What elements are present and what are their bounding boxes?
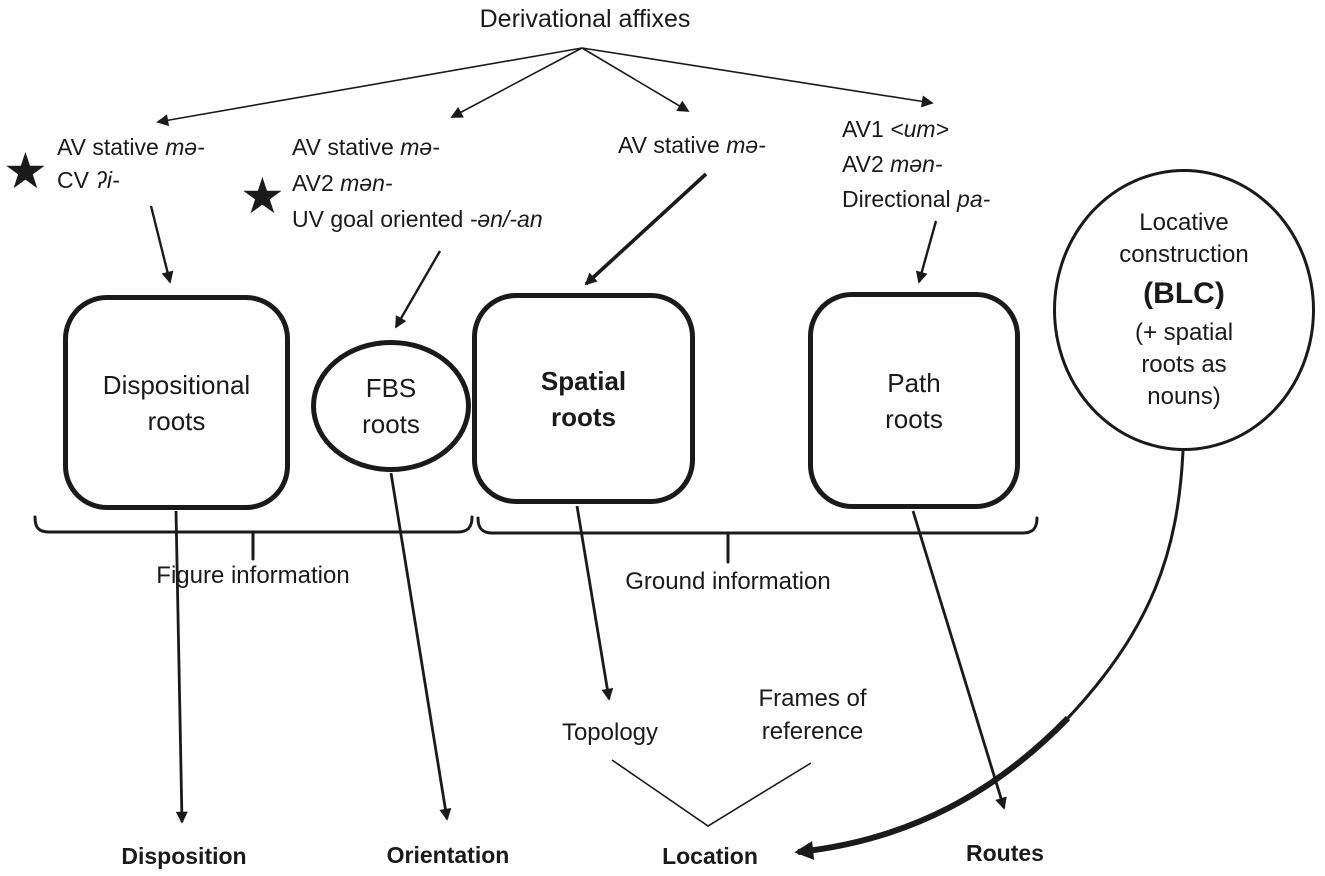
node-path-roots: Path roots <box>808 292 1020 509</box>
affix-line: AV2 mən- <box>842 147 990 182</box>
node-fbs-roots: FBS roots <box>311 340 471 472</box>
affix-italic: mən- <box>340 170 393 196</box>
blc-line: Locative <box>1139 209 1229 236</box>
blc-line: construction <box>1119 241 1249 268</box>
affix-line: UV goal oriented -ən/-an <box>292 201 543 237</box>
affix-line: AV2 mən- <box>292 165 543 201</box>
node-label: Dispositional roots <box>102 369 251 436</box>
outcome-location: Location <box>662 843 758 869</box>
affix-pre: AV1 <box>842 116 891 142</box>
fan-arrow-to-group4 <box>581 47 934 108</box>
blc-acronym: (BLC) <box>1143 277 1225 310</box>
node-spatial-roots: Spatial roots <box>472 293 695 504</box>
fan-arrow-to-group2 <box>450 47 583 118</box>
affix-italic: mən- <box>890 151 943 177</box>
arrow-group4-to-path <box>915 220 938 284</box>
blc-curve-upper <box>1066 450 1185 720</box>
line-dispositional-to-disposition <box>174 510 188 824</box>
affix-italic: -ən/-an <box>469 206 543 232</box>
affix-pre: UV goal oriented <box>292 206 470 232</box>
affix-italic: mə- <box>400 134 440 160</box>
affix-group-4: AV1 <um> AV2 mən- Directional pa- <box>842 112 990 217</box>
blc-line: nouns) <box>1147 383 1221 410</box>
node-label: Spatial roots <box>540 365 627 432</box>
node-label: Path roots <box>885 367 943 434</box>
fan-arrow-to-group1 <box>156 47 583 127</box>
topology-label: Topology <box>561 719 659 746</box>
affix-group-3: AV stative mə- <box>618 129 766 162</box>
ground-information-label: Ground information <box>625 568 831 595</box>
affix-italic: pa- <box>957 186 991 212</box>
outcome-orientation: Orientation <box>386 842 510 868</box>
blc-line: (+ spatial <box>1134 319 1234 346</box>
affix-italic: <um> <box>890 116 949 142</box>
star-icon: ★ <box>3 143 48 199</box>
affix-italic: mə- <box>165 134 205 160</box>
affix-line: AV stative mə- <box>292 129 543 165</box>
line-spatial-to-topology <box>575 505 614 701</box>
affix-pre: AV stative <box>292 134 401 160</box>
blc-curve-arrow-to-location <box>794 715 1071 860</box>
line-path-to-routes <box>911 510 1007 810</box>
convergence-lines-to-location <box>611 759 812 827</box>
line-fbs-to-orientation <box>389 472 452 821</box>
fan-arrow-to-group3 <box>581 47 690 112</box>
figure-information-label: Figure information <box>156 562 350 589</box>
outcome-routes: Routes <box>966 840 1044 866</box>
arrow-group3-to-spatial <box>584 172 708 286</box>
affix-pre: AV2 <box>842 151 891 177</box>
affix-line: AV stative mə- <box>57 131 205 164</box>
ground-brace <box>476 516 1039 535</box>
affix-italic: mə- <box>726 132 766 158</box>
diagram-title: Derivational affixes <box>479 5 691 33</box>
star-icon: ★ <box>240 168 285 224</box>
affix-pre: CV <box>57 167 96 193</box>
frames-of-reference-label: Frames of reference <box>758 685 867 745</box>
affix-group-1: AV stative mə- CV ʔi- <box>57 131 205 197</box>
figure-brace <box>33 515 474 534</box>
affix-group-2: AV stative mə- AV2 mən- UV goal oriented… <box>292 129 543 237</box>
node-dispositional-roots: Dispositional roots <box>63 295 290 510</box>
affix-line: CV ʔi- <box>57 164 205 197</box>
affix-pre: AV2 <box>292 170 341 196</box>
arrow-group2-to-fbs <box>394 250 442 329</box>
affix-line: Directional pa- <box>842 182 990 217</box>
affix-line: AV1 <um> <box>842 112 990 147</box>
affix-line: AV stative mə- <box>618 129 766 162</box>
node-label: FBS roots <box>362 373 420 439</box>
affix-pre: Directional <box>842 186 958 212</box>
affix-italic: ʔi- <box>95 167 120 193</box>
arrow-group1-to-dispositional <box>149 205 174 284</box>
outcome-disposition: Disposition <box>121 843 247 869</box>
affix-pre: AV stative <box>618 132 727 158</box>
node-locative-construction-blc: Locative construction (BLC) (+ spatial r… <box>1053 169 1315 451</box>
blc-line: roots as <box>1141 351 1227 378</box>
affix-pre: AV stative <box>57 134 166 160</box>
